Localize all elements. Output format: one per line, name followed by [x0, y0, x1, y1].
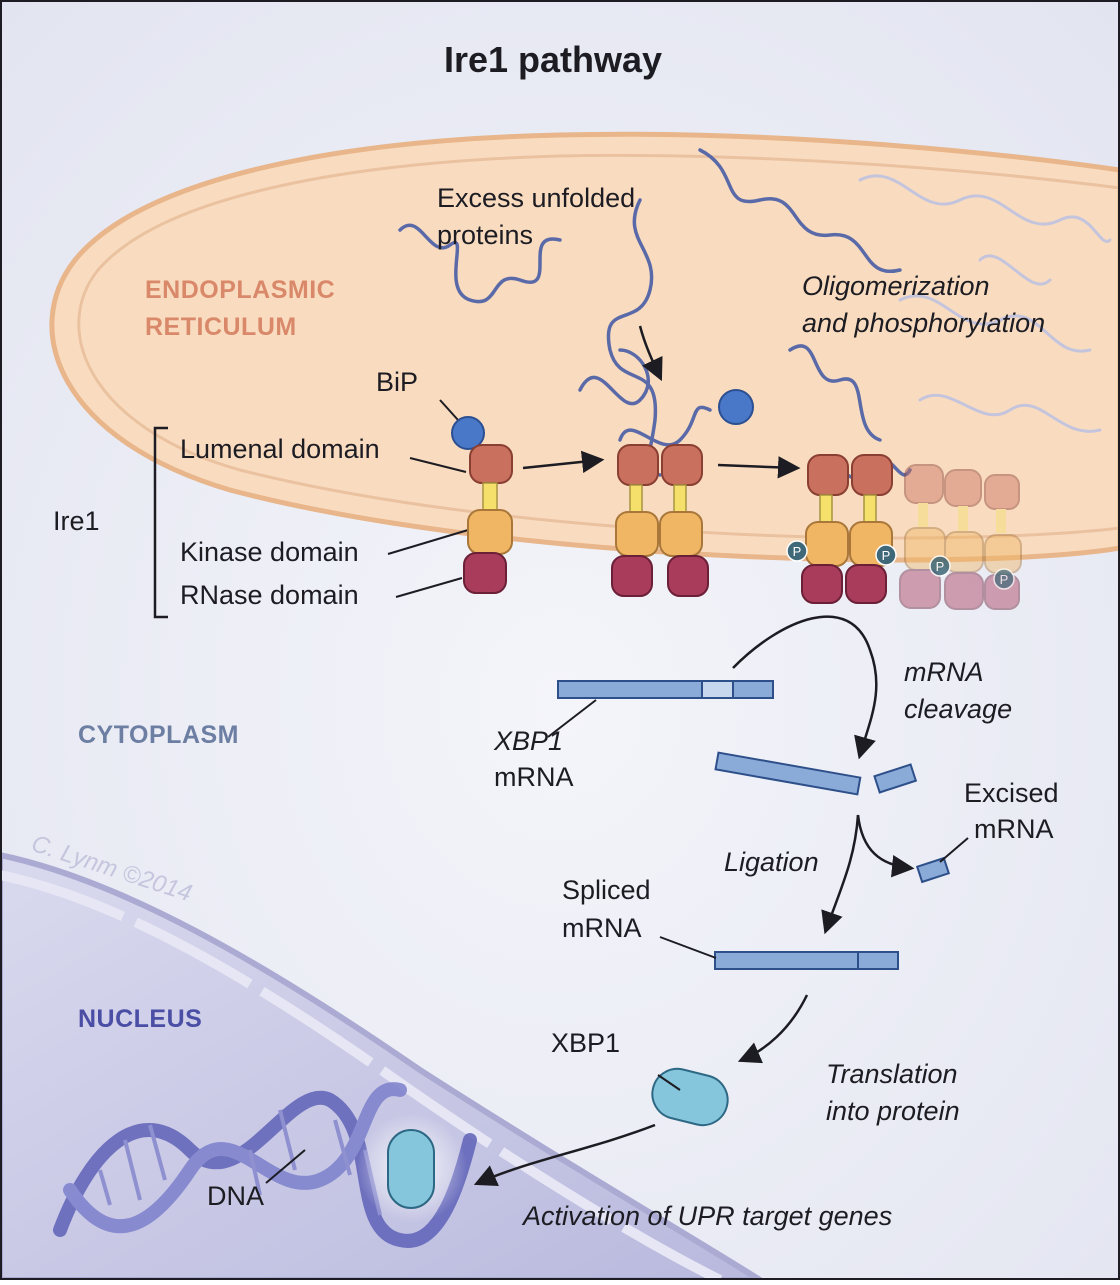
bip-protein [451, 416, 485, 450]
bip-label: BiP [376, 367, 418, 397]
phospho-group: P [875, 544, 897, 566]
arrow-activation [473, 1123, 656, 1187]
translation-label-line2: into protein [826, 1096, 960, 1126]
dimer-kinase-left [615, 511, 659, 557]
arrow-mrna-cleavage [732, 615, 878, 760]
excised-label-line2: mRNA [974, 814, 1054, 844]
xbp1-protein-label: XBP1 [551, 1028, 620, 1058]
xbp1-mrna-intron [701, 680, 734, 699]
svg-text:P: P [1000, 572, 1009, 587]
kinase-domain-label: Kinase domain [180, 537, 359, 567]
free-bip-protein [718, 389, 754, 425]
dimer-lumenal-right [661, 444, 703, 486]
bip-leader-line [439, 399, 459, 421]
phospho-group: P [929, 555, 951, 577]
oligomer-lumenal-2 [851, 454, 893, 496]
cytoplasm-label: CYTOPLASM [78, 721, 239, 749]
spliced-label-line1: Spliced [562, 875, 651, 905]
oligomer-kinase-1 [805, 521, 849, 567]
svg-text:P: P [882, 548, 891, 563]
unfolded-label-line1: Excess unfolded [437, 183, 635, 213]
phospho-groups: P P P P [786, 540, 1015, 590]
excised-label-line1: Excised [964, 778, 1059, 808]
spliced-leader-line [659, 936, 717, 959]
activation-label: Activation of UPR target genes [521, 1201, 892, 1231]
translation-label-line1: Translation [826, 1059, 958, 1089]
unfolded-protein-chains [398, 148, 912, 481]
svg-text:P: P [936, 559, 945, 574]
phospho-group: P [993, 568, 1015, 590]
ire1-label: Ire1 [53, 506, 100, 536]
rnase-domain [463, 552, 507, 594]
xbp1-mrna [557, 680, 774, 699]
dimer-linker-right [673, 484, 687, 514]
oligomer-lumenal-1 [807, 454, 849, 496]
nucleus-label: NUCLEUS [78, 1005, 202, 1033]
membrane-linker [482, 482, 498, 512]
unfolded-label-line2: proteins [437, 220, 533, 250]
oligomerization-label-line1: Oligomerization [802, 271, 990, 301]
cleaved-mrna-fragment-1 [714, 751, 862, 796]
spliced-mrna-exon-2 [857, 951, 899, 970]
dimer-kinase-right [659, 511, 703, 557]
ire1-dimer [611, 444, 709, 597]
svg-text:P: P [793, 544, 802, 559]
spliced-label-line2: mRNA [562, 913, 642, 943]
ire1-bracket [153, 426, 168, 619]
xbp1-mrna-leader-line [547, 699, 597, 738]
cleavage-label-line1: mRNA [904, 657, 984, 687]
oligomer-rnase-2 [845, 564, 887, 604]
dna-leader-line [265, 1149, 306, 1184]
xbp1-mrna-exon-2 [732, 680, 774, 699]
spliced-mrna-exon-1 [714, 951, 859, 970]
title: Ire1 pathway [444, 39, 662, 80]
ligation-label: Ligation [724, 847, 819, 877]
er-label-line1: ENDOPLASMIC [145, 276, 335, 304]
xbp1-mrna-label-line1: XBP1 [493, 726, 563, 756]
arrow-ligation [821, 814, 860, 935]
excised-intron [915, 856, 951, 884]
arrow-unfolded-binding [638, 325, 663, 382]
oligomer-rnase-1 [801, 564, 843, 604]
dna-label: DNA [207, 1181, 264, 1211]
excised-leader-line [939, 837, 969, 863]
lumenal-domain [469, 444, 513, 484]
arrow-excised [856, 814, 915, 878]
ire1-monomer [451, 416, 513, 594]
kinase-leader-line [387, 529, 469, 555]
er-label-line2: RETICULUM [145, 313, 297, 341]
pathway-arrows [473, 325, 915, 1187]
dimer-rnase-left [611, 555, 653, 597]
faded-protein-chains [858, 174, 1112, 433]
nuclear-xbp1-protein [387, 1129, 435, 1209]
rnase-domain-label: RNase domain [180, 580, 359, 610]
arrow-oligomerization [717, 456, 801, 479]
cleaved-mrna-fragment-2 [873, 763, 918, 794]
arrow-dimerization [522, 450, 605, 474]
ire1-oligomer [801, 454, 1022, 610]
lumenal-leader-line [409, 457, 467, 473]
dimer-rnase-right [667, 555, 709, 597]
xbp1-protein-leader-line [657, 1074, 681, 1091]
dimer-linker-left [629, 484, 643, 514]
lumenal-domain-label: Lumenal domain [180, 434, 380, 464]
oligomerization-label-line2: and phosphorylation [802, 308, 1045, 338]
phospho-group: P [786, 540, 808, 562]
xbp1-mrna-label-line2: mRNA [494, 762, 574, 792]
kinase-domain [467, 509, 513, 555]
cleavage-label-line2: cleavage [904, 694, 1012, 724]
dimer-lumenal-left [617, 444, 659, 486]
xbp1-mrna-exon-1 [557, 680, 703, 699]
spliced-mrna [714, 951, 899, 970]
arrow-translation [737, 994, 809, 1064]
nucleus-envelope-inner [0, 870, 723, 1285]
rnase-leader-line [395, 577, 463, 598]
